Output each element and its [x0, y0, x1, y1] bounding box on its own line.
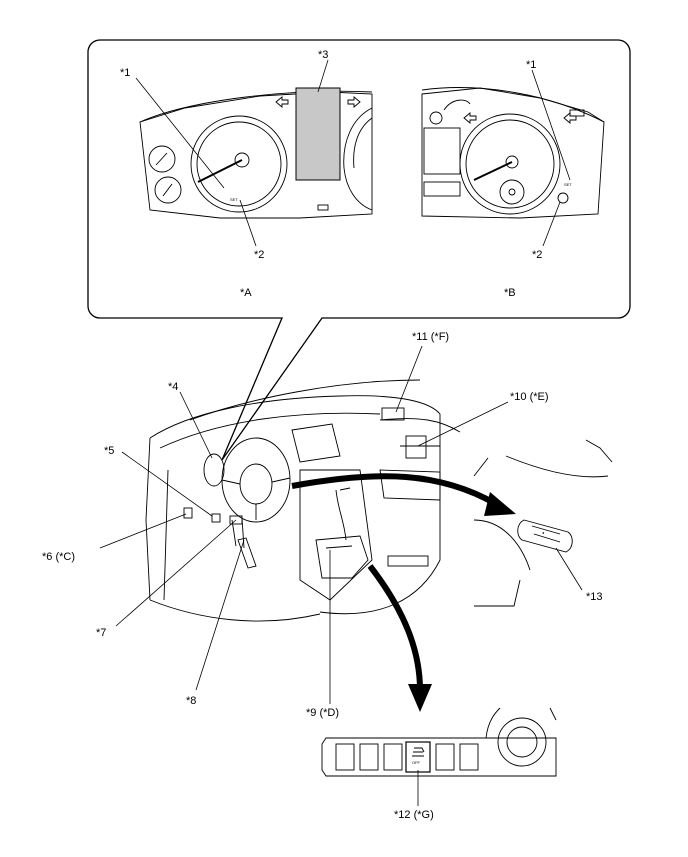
callout-6: *6 (*C) — [42, 551, 75, 563]
leader-8 — [195, 539, 245, 691]
callout-13: *13 — [586, 591, 603, 603]
arrow-to-console-switch-icon — [367, 564, 423, 691]
temp-gauge-b — [429, 111, 443, 125]
turn-arrow-right-icon — [347, 96, 361, 108]
sub-gauge-b — [499, 179, 525, 205]
detail-steering-switch — [473, 439, 613, 607]
meter-tab-b — [569, 109, 585, 117]
glovebox — [379, 469, 441, 501]
turn-arrow-left-icon — [275, 96, 289, 108]
callout-4: *4 — [168, 381, 178, 393]
left-panel — [145, 437, 169, 601]
leader-4 — [179, 391, 213, 459]
callout-5: *5 — [104, 445, 114, 457]
callout-11: *11 (*F) — [412, 331, 449, 343]
switch-5 — [211, 513, 221, 523]
callout-3: *3 — [318, 49, 328, 61]
leader-2a — [239, 199, 257, 247]
steering-hub — [239, 463, 273, 505]
leader-1b — [531, 69, 571, 181]
speedometer-outer — [190, 115, 288, 213]
speedometer-outer-b — [459, 113, 561, 215]
selector-dial — [506, 726, 538, 758]
passenger-dash — [379, 418, 461, 447]
module-10 — [405, 435, 427, 459]
callout-10: *10 (*E) — [510, 391, 549, 403]
callout-8: *8 — [186, 695, 196, 707]
vehicle-interior — [145, 379, 461, 622]
meter-button-a — [317, 204, 329, 211]
turn-arrow-b-icon — [463, 112, 477, 124]
set-label-a: SET — [230, 197, 238, 202]
callout-2a: *2 — [254, 249, 264, 261]
console-switch-assembly — [315, 535, 369, 579]
display-b-lower — [423, 181, 461, 197]
leader-1a — [135, 77, 225, 189]
cruise-control-lever — [517, 519, 573, 553]
vsc-off-switch — [405, 741, 431, 773]
small-gauge-bottom — [154, 176, 182, 204]
callout-9: *9 (*D) — [306, 707, 339, 719]
console-panel — [321, 737, 557, 777]
center-stack — [299, 469, 373, 601]
leader-5 — [121, 451, 213, 517]
floor-line — [149, 599, 321, 622]
selector-dial-outer — [497, 717, 547, 767]
callout-2b: *2 — [532, 249, 542, 261]
small-gauge-top — [148, 145, 176, 173]
leader-11 — [395, 345, 423, 413]
detail-icon-label: ◂ — [542, 530, 544, 535]
module-11 — [381, 407, 405, 421]
callout-1b: *1 — [526, 59, 536, 71]
inset-panel: SET SET *1 — [87, 39, 631, 461]
leader-13 — [555, 547, 583, 591]
detail-console-switch — [321, 707, 557, 777]
set-label-b: SET — [564, 182, 572, 187]
speedometer-ring-b — [465, 119, 555, 209]
cruise-indicator-icon — [557, 192, 569, 204]
leader-6 — [99, 513, 187, 549]
meter-view-b — [421, 87, 605, 219]
callout-7: *7 — [96, 627, 106, 639]
display-b — [423, 127, 461, 175]
windshield-base — [189, 379, 421, 421]
pointer-arrows — [291, 473, 516, 712]
arrow-to-steering-switch-icon — [291, 473, 498, 507]
view-label-b: *B — [504, 287, 516, 299]
brake-pedal — [237, 537, 257, 569]
speedometer-ring — [196, 121, 282, 207]
dashboard-outline — [149, 395, 441, 615]
leader-7 — [115, 519, 237, 627]
view-label-a: *A — [240, 287, 252, 299]
leader-3 — [317, 59, 329, 93]
speedometer-hub-b — [505, 155, 519, 169]
meter-hood-a — [139, 90, 373, 123]
detail-steering-outline — [473, 455, 609, 607]
speedometer-needle — [197, 159, 243, 183]
speedometer-hub — [234, 152, 250, 168]
speedometer-needle-b — [473, 161, 513, 181]
center-console-screen — [291, 423, 341, 463]
callout-1a: *1 — [120, 67, 130, 79]
leader-2b — [542, 201, 561, 247]
meter-view-a — [139, 87, 373, 219]
leader-10 — [417, 401, 509, 447]
shift-lever — [335, 487, 351, 541]
connector-6 — [183, 507, 193, 519]
meter-housing-a — [139, 91, 373, 219]
console-switches — [387, 555, 429, 567]
switch-7 — [229, 515, 243, 525]
callout-12: *12 (*G) — [394, 809, 434, 821]
vehicle-icon — [412, 747, 425, 757]
inset-frame — [87, 39, 631, 461]
gauge-cluster-location — [203, 453, 225, 487]
multi-info-display — [295, 87, 341, 181]
off-label: OFF — [412, 760, 421, 765]
dash-upper-line — [159, 412, 381, 449]
tachometer-partial — [343, 107, 373, 211]
